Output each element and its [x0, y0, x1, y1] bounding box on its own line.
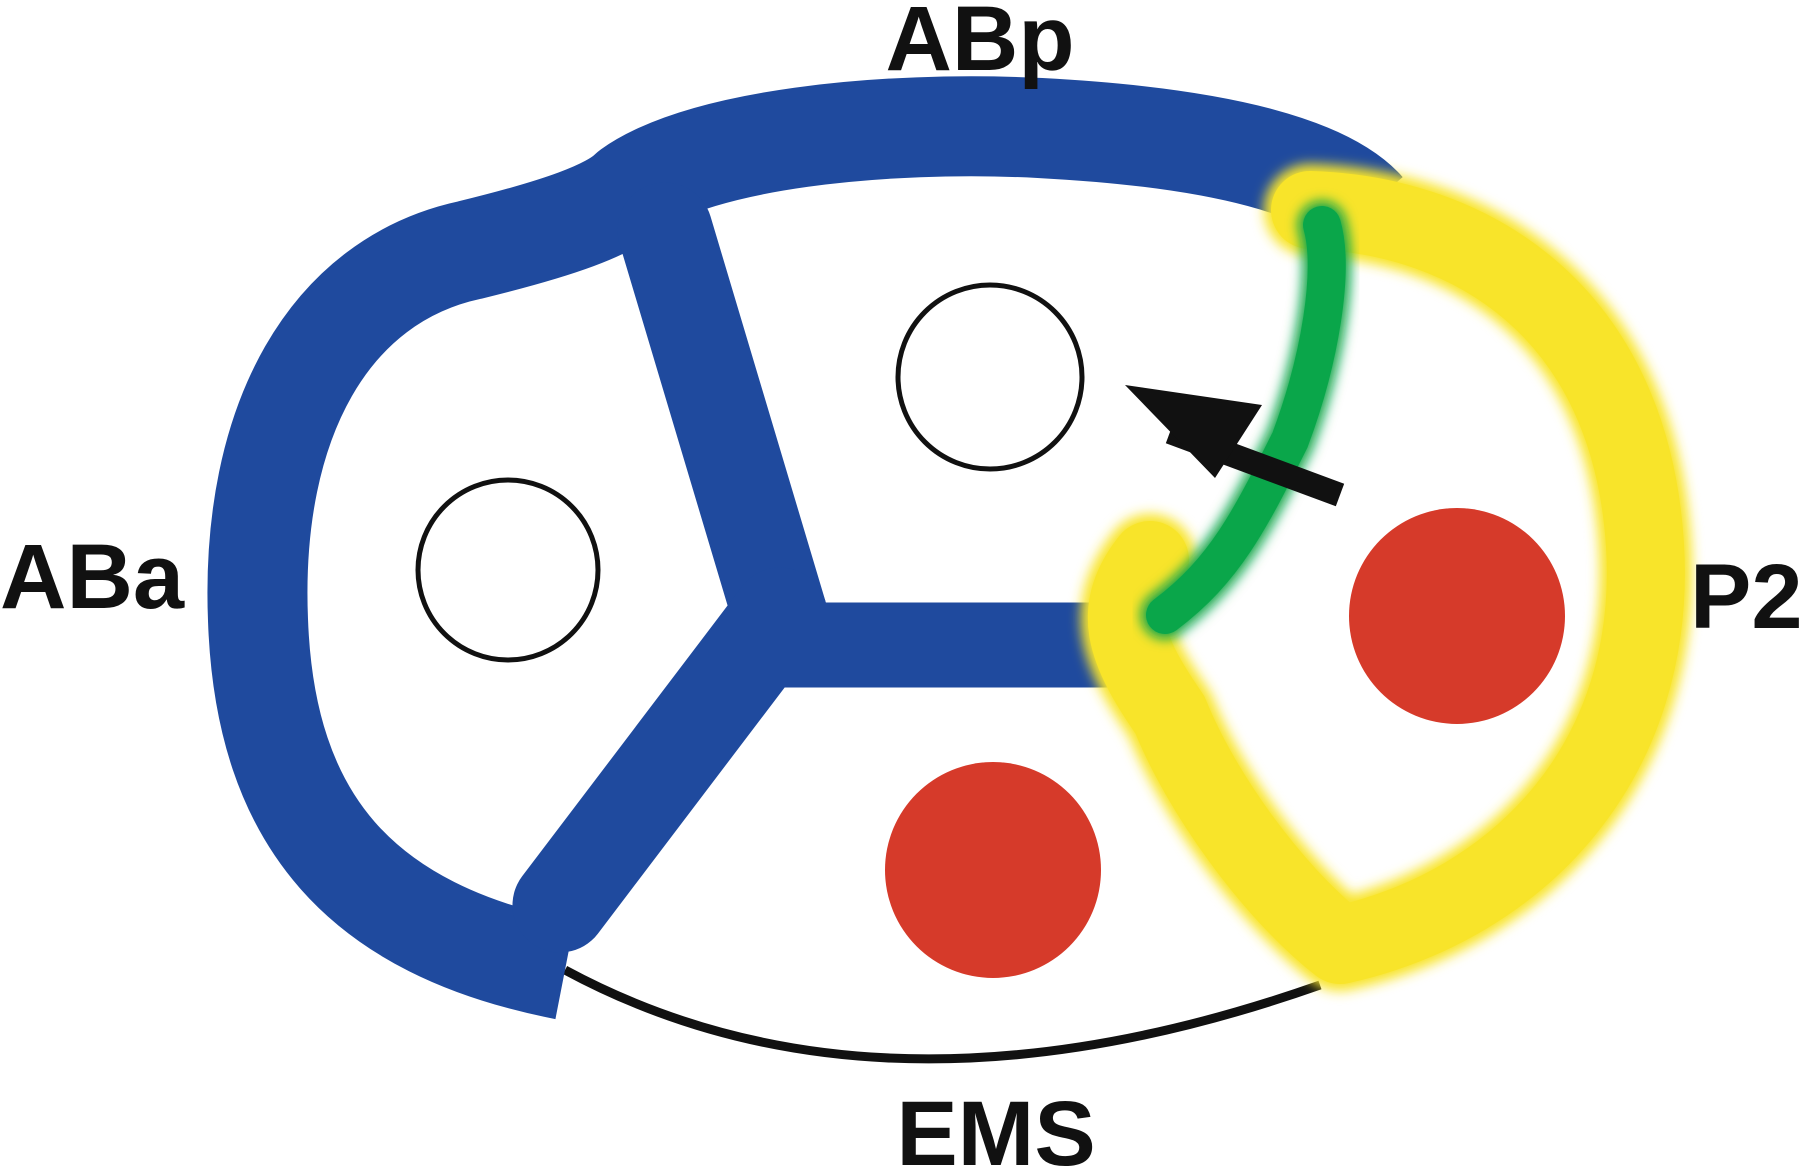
label-p2: P2: [1690, 546, 1800, 648]
ems-outer-membrane: [562, 966, 1322, 1064]
label-abp: ABp: [885, 0, 1074, 90]
label-ems: EMS: [896, 1083, 1095, 1176]
label-aba: ABa: [0, 526, 185, 628]
p2-nucleus: [1349, 508, 1565, 724]
p2-membrane-core: [1087, 171, 1685, 984]
ems-nucleus: [885, 762, 1101, 978]
aba-abp-boundary: [617, 182, 828, 663]
aba-ems-boundary: [512, 567, 828, 953]
p2-abp-contact-core: [1146, 206, 1346, 634]
ab-outer-membrane: [207, 76, 1403, 1020]
arrow-icon: [1125, 385, 1345, 507]
abp-nucleus: [895, 282, 1085, 472]
aba-nucleus: [415, 477, 601, 663]
